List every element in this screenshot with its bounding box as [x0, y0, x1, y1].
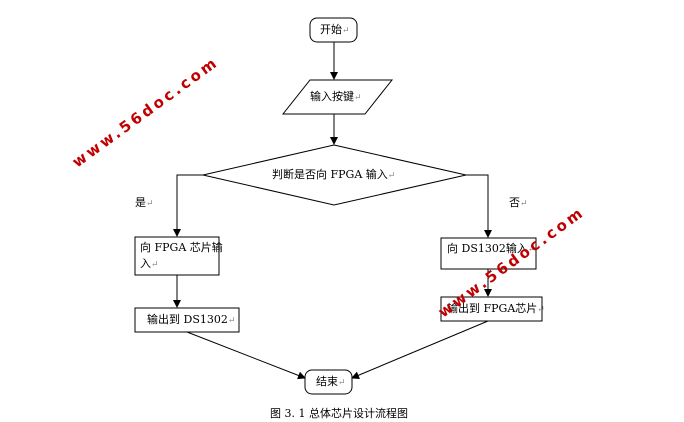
paragraph-mark: ↵ — [342, 26, 350, 36]
paragraph-mark: ↵ — [520, 199, 528, 209]
decision-node — [202, 144, 467, 206]
input-keys-text: 输入按键 — [310, 90, 354, 103]
decision-label: 判断是否向 FPGA 输入↵ — [272, 168, 395, 183]
fpga-output-node — [440, 296, 543, 322]
ds1302-input-label: 向 DS1302输入↵ — [447, 242, 535, 257]
fpga-input-text-line1: 向 FPGA 芯片输 — [140, 241, 223, 254]
fpga-input-node — [134, 236, 220, 276]
paragraph-mark: ↵ — [338, 378, 346, 388]
arrow-right-to-end — [351, 320, 489, 379]
fpga-input-label-2: 入↵ — [140, 257, 159, 272]
paragraph-mark: ↵ — [354, 93, 362, 103]
ds1302-input-text: 向 DS1302输入 — [447, 242, 528, 255]
fpga-input-label: 向 FPGA 芯片输 — [140, 241, 223, 255]
end-label: 结束↵ — [316, 375, 346, 390]
paragraph-mark: ↵ — [227, 316, 236, 326]
decision-text: 判断是否向 FPGA 输入 — [272, 168, 388, 181]
start-text: 开始 — [320, 23, 342, 36]
arrow-left-to-end — [186, 331, 306, 380]
figure-caption: 图 3. 1 总体芯片设计流程图 — [270, 407, 408, 420]
start-label: 开始↵ — [320, 23, 350, 38]
paragraph-mark: ↵ — [151, 260, 159, 270]
fpga-output-label: 输出到 FPGA芯片↵ — [447, 302, 545, 317]
paragraph-mark: ↵ — [527, 245, 536, 255]
ds1302-output-text: 输出到 DS1302 — [147, 313, 228, 326]
fpga-output-text: 输出到 FPGA芯片 — [447, 302, 538, 315]
ds1302-output-node — [134, 307, 240, 333]
yes-label: 是↵ — [135, 196, 154, 211]
input-keys-node — [281, 79, 394, 115]
end-node — [304, 369, 353, 395]
no-text: 否 — [509, 196, 520, 209]
arrow-no-branch — [466, 174, 492, 238]
end-text: 结束 — [316, 375, 338, 388]
input-keys-label: 输入按键↵ — [310, 90, 362, 105]
ds1302-output-label: 输出到 DS1302↵ — [147, 313, 235, 328]
paragraph-mark: ↵ — [537, 305, 545, 315]
paragraph-mark: ↵ — [146, 199, 154, 209]
arrow-yes-branch — [173, 174, 203, 237]
ds1302-input-node — [440, 237, 537, 270]
paragraph-mark: ↵ — [387, 171, 396, 181]
no-label: 否↵ — [509, 196, 528, 211]
fpga-input-text-line2: 入 — [140, 257, 151, 270]
yes-text: 是 — [135, 196, 146, 209]
